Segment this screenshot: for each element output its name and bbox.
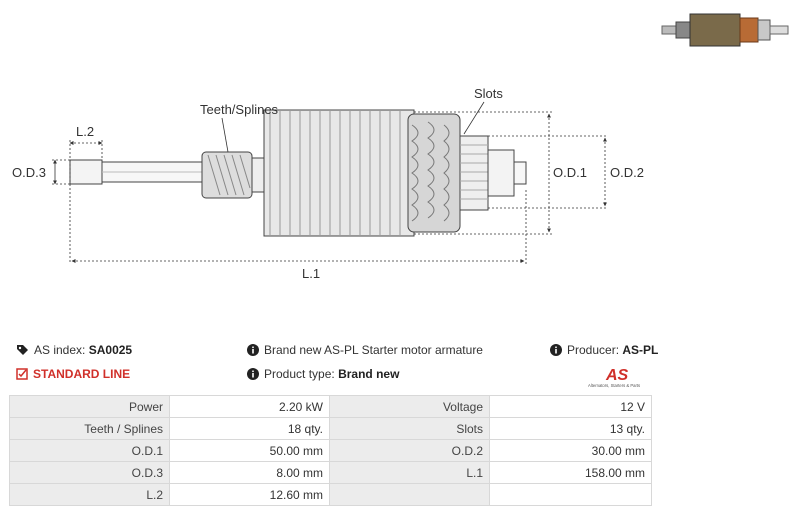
spec-value: 50.00 mm: [169, 439, 330, 462]
spec-value: 2.20 kW: [169, 395, 330, 418]
armature-diagram: Teeth/Splines Slots L.2 O.D.3 O.D.1 O.D.…: [12, 86, 644, 281]
od2-label: O.D.2: [610, 165, 644, 180]
spec-label: Slots: [329, 417, 490, 440]
standard-line: STANDARD LINE: [16, 367, 130, 381]
spec-label: L.1: [329, 461, 490, 484]
spec-label: Voltage: [329, 395, 490, 418]
armature-drawing: [69, 109, 527, 237]
spec-label: [329, 483, 490, 506]
as-index-label: AS index:: [34, 343, 86, 357]
description-text: Brand new AS-PL Starter motor armature: [264, 343, 483, 357]
spec-label: O.D.1: [9, 439, 170, 462]
spec-value: 30.00 mm: [489, 439, 652, 462]
spec-value: 18 qty.: [169, 417, 330, 440]
as-index-value: SA0025: [88, 343, 133, 357]
product-type-label: Product type:: [264, 367, 335, 381]
spec-value: [489, 483, 652, 506]
spec-label: L.2: [9, 483, 170, 506]
info-icon: [247, 344, 259, 356]
as-index: AS index: SA0025: [16, 343, 132, 357]
spec-label: Teeth / Splines: [9, 417, 170, 440]
spec-label: Power: [9, 395, 170, 418]
spec-label: O.D.3: [9, 461, 170, 484]
tag-icon: [17, 345, 28, 355]
standard-line-text: STANDARD LINE: [33, 367, 131, 381]
info-icon: [550, 344, 562, 356]
logo-tagline: Alternators, Starters & Parts: [588, 383, 640, 388]
checkbox-icon: [16, 368, 28, 380]
product-type: Product type: Brand new: [247, 367, 399, 381]
logo-mark: AS: [605, 367, 629, 384]
spec-value: 12 V: [489, 395, 652, 418]
producer-value: AS-PL: [622, 343, 659, 357]
producer-label: Producer:: [567, 343, 620, 357]
spec-label: O.D.2: [329, 439, 490, 462]
dimension-lines: [52, 101, 608, 266]
product-thumbnail[interactable]: [660, 8, 792, 52]
info-icon: [247, 368, 259, 380]
spec-value: 13 qty.: [489, 417, 652, 440]
l2-label: L.2: [76, 124, 94, 139]
spec-value: 12.60 mm: [169, 483, 330, 506]
l1-label: L.1: [302, 266, 320, 281]
od3-label: O.D.3: [12, 165, 46, 180]
as-pl-logo: AS Alternators, Starters & Parts: [588, 367, 640, 388]
od1-label: O.D.1: [553, 165, 587, 180]
teeth-splines-label: Teeth/Splines: [200, 102, 279, 117]
slots-label: Slots: [474, 86, 503, 101]
product-type-value: Brand new: [338, 367, 400, 381]
spec-value: 158.00 mm: [489, 461, 652, 484]
producer: Producer: AS-PL: [550, 343, 658, 357]
spec-value: 8.00 mm: [169, 461, 330, 484]
description: Brand new AS-PL Starter motor armature: [247, 343, 483, 357]
